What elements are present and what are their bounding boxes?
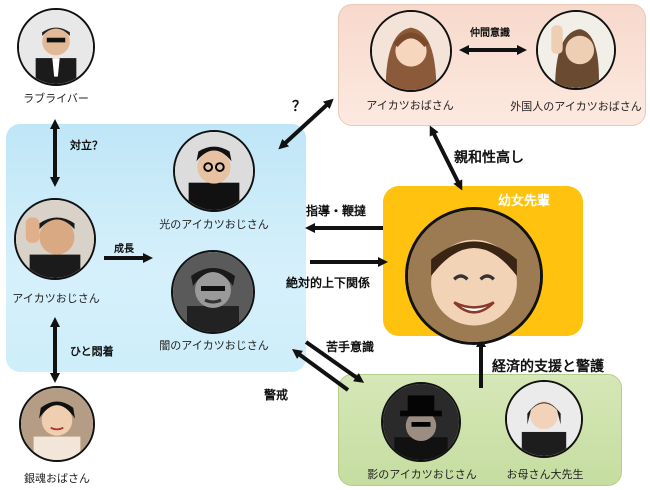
yojo-avatar — [405, 207, 543, 345]
yojo-title: 幼女先輩 — [498, 194, 551, 209]
aikatsu-oji-label: アイカツおじさん — [12, 292, 100, 305]
relation-shinwa: 親和性高し — [454, 150, 524, 166]
lovelive-avatar — [17, 8, 95, 86]
relation-tairitsu: 対立？ — [70, 139, 103, 152]
relation-keizai: 経済的支援と警護 — [492, 359, 604, 375]
hikari-label: 光のアイカツおじさん — [159, 218, 269, 231]
okaasan-avatar — [505, 380, 583, 458]
yami-avatar — [171, 250, 255, 334]
gaikoku-avatar — [536, 10, 616, 90]
relation-seichou: 成長 — [114, 244, 134, 255]
relation-nigate: 苦手意識 — [326, 340, 375, 354]
aikatsu-oba-label: アイカツおばさん — [366, 99, 454, 112]
okaasan-label: お母さん大先生 — [506, 468, 584, 481]
relation-question: ？ — [292, 99, 306, 115]
relation-shidou: 指導・鞭撻 — [306, 204, 367, 218]
gintama-avatar — [19, 386, 95, 462]
relation-nakama: 仲間意識 — [470, 28, 510, 39]
aikatsu-oba-avatar — [370, 10, 452, 92]
kage-label: 影のアイカツおじさん — [367, 468, 477, 481]
lovelive-label: ラブライバー — [23, 92, 89, 105]
aikatsu-oji-avatar — [14, 198, 96, 280]
relation-zettai: 絶対的上下関係 — [286, 276, 371, 290]
gintama-label: 銀魂おばさん — [24, 472, 90, 485]
hikari-avatar — [173, 130, 255, 212]
relation-hitosoudou: ひと悶着 — [70, 345, 114, 358]
relation-keikai: 警戒 — [264, 388, 289, 402]
gaikoku-label: 外国人のアイカツおばさん — [510, 100, 642, 113]
yami-label: 闇のアイカツおじさん — [159, 339, 269, 352]
kage-avatar — [381, 382, 461, 462]
